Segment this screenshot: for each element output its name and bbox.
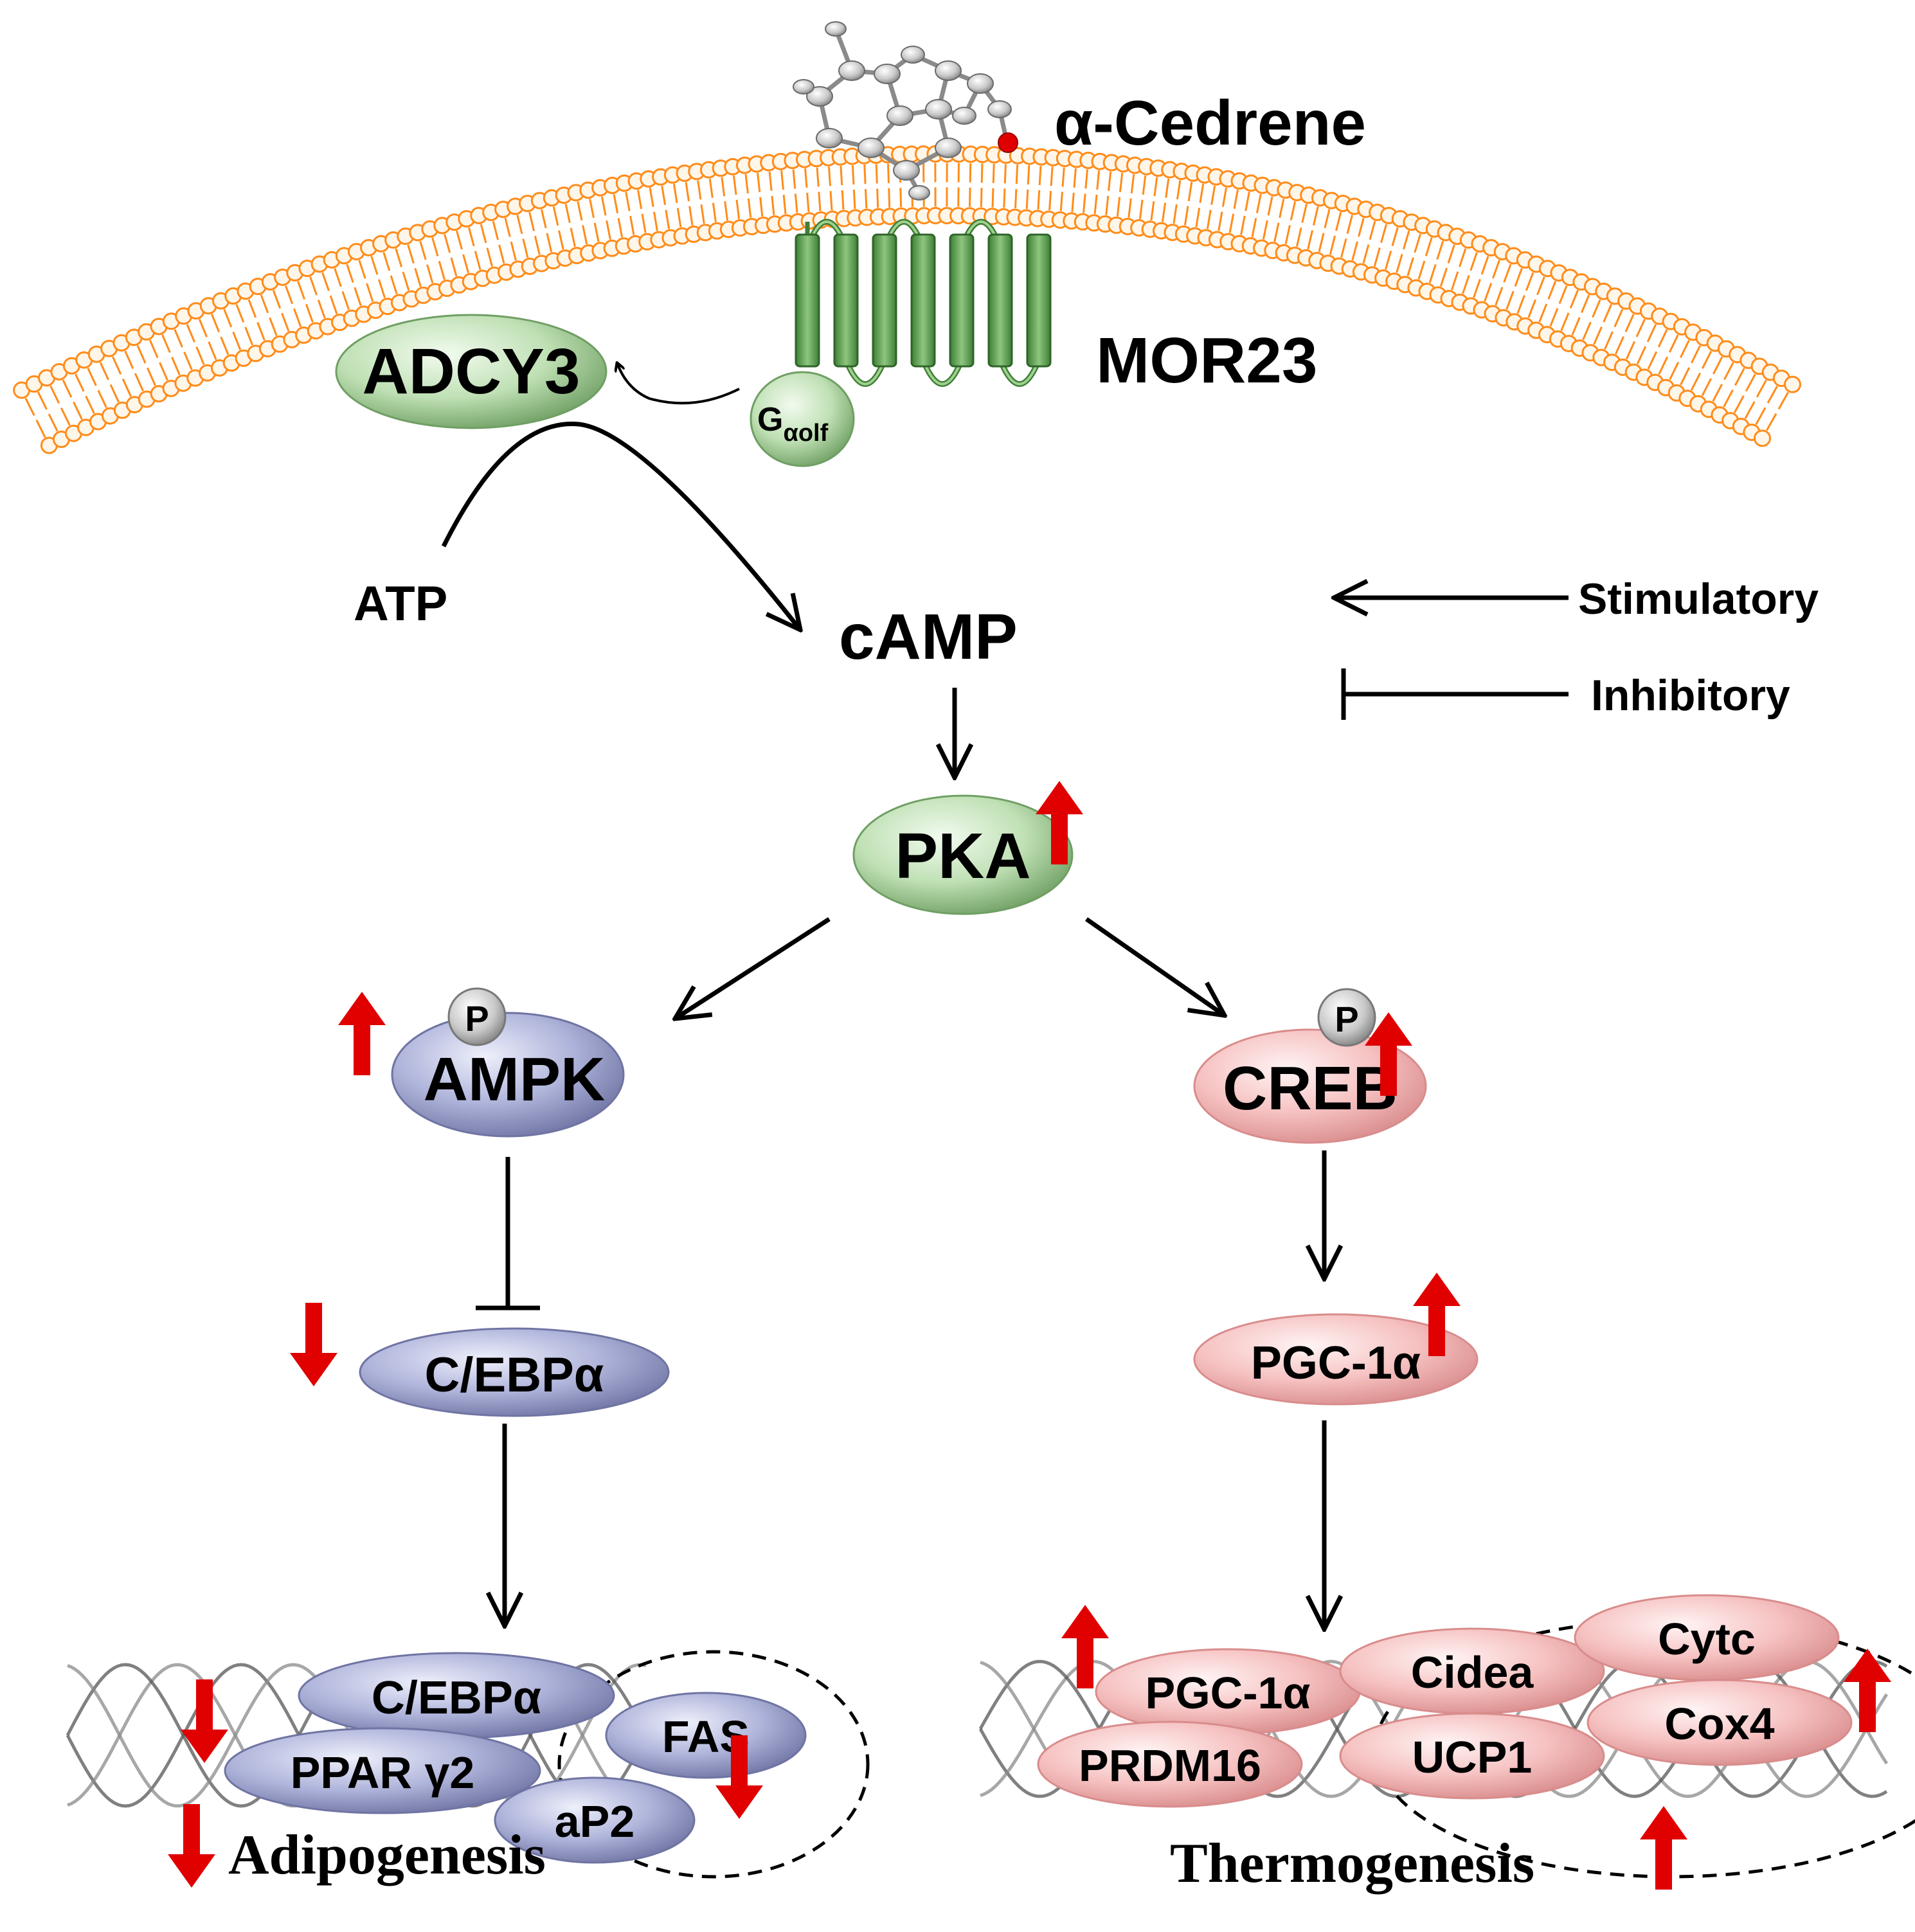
g-to-adcy3-arrow	[617, 363, 740, 405]
g-protein-main: G	[757, 401, 783, 438]
cluster-cytc-node: Cytc	[1574, 1594, 1840, 1681]
legend-stimulatory-label: Stimulatory	[1578, 575, 1819, 623]
pka-to-ampk-arrow	[675, 917, 831, 1019]
adipogenesis-label: Adipogenesis	[228, 1824, 546, 1886]
cluster-pgc1a-node: PGC-1α	[1095, 1648, 1361, 1735]
cluster-ap2-node: aP2	[494, 1776, 696, 1864]
svg-text:P: P	[1335, 999, 1358, 1039]
cebpa-label: C/EBPα	[425, 1348, 604, 1402]
cluster-ppar-gamma2-node: PPAR γ2	[224, 1727, 541, 1814]
legend-inhibitory-label: Inhibitory	[1591, 671, 1790, 720]
cluster-cidea-node: Cidea	[1339, 1627, 1605, 1715]
pgc1a-node: PGC-1α	[1193, 1313, 1479, 1406]
receptor-name: MOR23	[1096, 325, 1318, 397]
g-alpha-olf-node: Gαolf	[750, 371, 855, 467]
mor23-receptor-icon	[795, 219, 1052, 387]
thermogenesis-label: Thermogenesis	[1170, 1832, 1534, 1895]
pka-to-creb-arrow	[1084, 917, 1225, 1015]
pka-node: PKA	[852, 794, 1074, 915]
ppar-down-arrow	[181, 1679, 228, 1763]
cluster-prdm16-node: PRDM16	[1037, 1721, 1303, 1808]
creb-node: CREB P	[1193, 988, 1427, 1144]
pgc1a-label: PGC-1α	[1251, 1337, 1421, 1389]
svg-text:Cox4: Cox4	[1664, 1699, 1774, 1749]
creb-label: CREB	[1223, 1054, 1398, 1123]
adcy3-node: ADCY3	[335, 314, 607, 429]
ampk-phospho-badge: P	[447, 987, 507, 1046]
svg-text:PPAR γ2: PPAR γ2	[291, 1748, 475, 1798]
cluster-fas-node: FAS	[605, 1692, 807, 1779]
svg-text:PRDM16: PRDM16	[1079, 1740, 1261, 1791]
regulation-arrows	[168, 781, 1891, 1890]
cell-membrane	[13, 145, 1801, 454]
cebpa-node: C/EBPα	[359, 1327, 670, 1417]
ampk-node: AMPK P	[391, 987, 625, 1138]
legend: Stimulatory Inhibitory	[1334, 575, 1819, 720]
pka-label: PKA	[895, 820, 1030, 892]
cebpa-down-arrow	[290, 1303, 337, 1386]
cluster-cebpa-node: C/EBPα	[298, 1652, 615, 1739]
svg-text:UCP1: UCP1	[1412, 1732, 1533, 1782]
ampk-up-arrow	[338, 992, 386, 1075]
ligand-name: α-Cedrene	[1054, 87, 1366, 158]
cluster-pgc1a-up-arrow	[1061, 1605, 1109, 1688]
svg-text:Cidea: Cidea	[1411, 1647, 1534, 1697]
atp-to-camp-arrow	[441, 422, 800, 630]
atp-label: ATP	[354, 577, 447, 631]
ap2-fas-down-arrow	[715, 1735, 763, 1819]
ampk-label: AMPK	[424, 1045, 606, 1114]
svg-text:aP2: aP2	[555, 1796, 635, 1847]
creb-phospho-badge: P	[1317, 988, 1376, 1047]
g-protein-sub: αolf	[783, 420, 828, 447]
cytc-cox4-up-arrow	[1844, 1649, 1891, 1732]
svg-text:C/EBPα: C/EBPα	[372, 1672, 541, 1724]
adipogenic-genes-dashed-outline	[557, 1650, 870, 1879]
camp-label: cAMP	[839, 601, 1018, 673]
creb-up-arrow	[1365, 1012, 1412, 1096]
adcy3-label: ADCY3	[363, 335, 580, 407]
svg-text:P: P	[465, 998, 489, 1039]
pgc1a-up-arrow	[1413, 1273, 1461, 1356]
pka-up-arrow	[1036, 781, 1083, 864]
thermogenesis-up-arrow	[1640, 1806, 1687, 1890]
adipogenesis-down-arrow	[168, 1804, 215, 1888]
svg-text:Gαolf: Gαolf	[757, 401, 829, 447]
svg-text:PGC-1α: PGC-1α	[1146, 1668, 1311, 1718]
cluster-ucp1-node: UCP1	[1339, 1712, 1605, 1800]
alpha-cedrene-molecule-icon	[793, 21, 1018, 201]
cluster-cox4-node: Cox4	[1587, 1679, 1853, 1766]
svg-text:Cytc: Cytc	[1658, 1614, 1756, 1664]
